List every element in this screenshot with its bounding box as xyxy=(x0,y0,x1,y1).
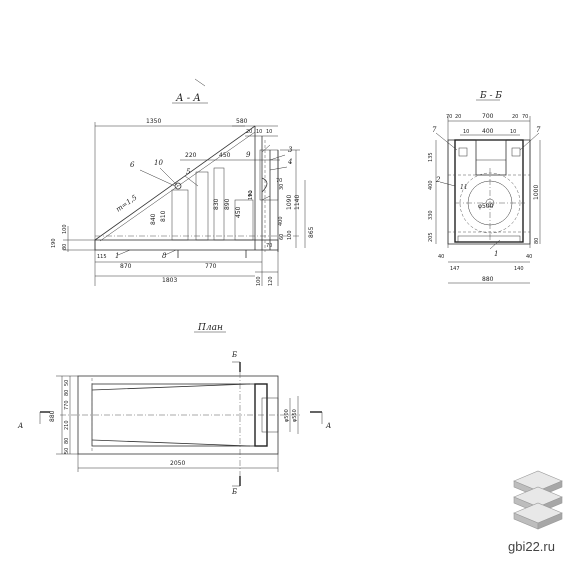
section-marker-b-top: Б xyxy=(231,351,237,359)
dim-label: 80 xyxy=(64,438,70,444)
plan-title: План xyxy=(197,323,223,333)
dim-label: 140 xyxy=(514,266,524,272)
dim-label: 870 xyxy=(120,263,132,270)
dim-label: 770 xyxy=(205,263,217,270)
section-bb: Б - Б 70 20 700 20 7 xyxy=(428,91,541,284)
dim-label: φ500 xyxy=(478,203,494,210)
dim-label: φ550 xyxy=(292,409,298,422)
section-marker-a-right: А xyxy=(325,422,331,430)
dim-label: 450 xyxy=(235,206,242,218)
dim-label: 10 xyxy=(463,129,469,135)
dim-label: 330 xyxy=(428,210,434,220)
dim-label: 10 xyxy=(510,129,516,135)
dim-label: 30 xyxy=(279,184,285,190)
callout-label: 1 xyxy=(115,252,119,260)
callout-label: 7 xyxy=(536,126,541,134)
dim-label: 40 xyxy=(526,254,532,260)
dim-label: 190 xyxy=(248,190,254,200)
dim-label: 10 xyxy=(256,129,262,135)
dim-label: 865 xyxy=(308,226,315,238)
dim-label: 210 xyxy=(64,420,70,430)
callout-label: 3 xyxy=(288,146,293,154)
dim-label: 20 xyxy=(512,114,518,120)
dim-label: 115 xyxy=(97,254,107,260)
dim-label: 1140 xyxy=(294,195,301,210)
dim-label: 400 xyxy=(278,216,284,226)
dim-label: 400 xyxy=(428,180,434,190)
dim-label: 70 xyxy=(522,114,528,120)
dim-label: 100 xyxy=(256,276,262,286)
dim-label: 1803 xyxy=(162,277,177,284)
dim-label: 880 xyxy=(482,276,494,283)
dim-label: 70 xyxy=(276,178,282,184)
callout-label: 1 xyxy=(494,250,498,258)
callout-label: 6 xyxy=(130,161,135,169)
dim-label: 135 xyxy=(428,152,434,162)
dim-label: 50 xyxy=(64,448,70,454)
dim-label: 100 xyxy=(62,224,68,234)
callout-label: 5 xyxy=(186,168,191,176)
dim-label: 120 xyxy=(268,276,274,286)
callout-label: 7 xyxy=(432,126,437,134)
dim-label: 890 xyxy=(224,198,231,210)
dim-label: 100 xyxy=(287,230,293,240)
section-bb-title: Б - Б xyxy=(479,91,502,101)
dim-label: 770 xyxy=(64,400,70,410)
base-slab xyxy=(94,239,279,251)
dim-label: 190 xyxy=(51,238,57,248)
section-aa: А - А xyxy=(51,78,315,286)
dim-label: 830 xyxy=(213,198,220,210)
callout-label: 9 xyxy=(246,151,251,159)
callout-label: 2 xyxy=(247,190,253,198)
dim-label: 40 xyxy=(438,254,444,260)
logo-watermark: gbi22.ru xyxy=(508,470,563,554)
dim-label: 220 xyxy=(185,152,197,159)
section-aa-leader xyxy=(194,78,206,87)
section-marker-b-bottom: Б xyxy=(231,488,237,496)
dim-label: 2050 xyxy=(170,460,185,467)
dim-label: 1090 xyxy=(286,195,293,210)
dim-label: 50 xyxy=(64,380,70,386)
dim-label: 400 xyxy=(482,128,494,135)
dim-label: 10 xyxy=(266,129,272,135)
dim-label: 60 xyxy=(279,234,285,240)
callout-label: 2 xyxy=(435,176,441,184)
dim-label: 147 xyxy=(450,266,460,272)
callout-label: 10 xyxy=(154,159,163,167)
slope-label: m=1,5 xyxy=(115,193,139,213)
callout-label: 8 xyxy=(162,252,167,260)
dim-label: φ500 xyxy=(284,409,290,422)
plan-view: План Б А А Б 880 xyxy=(17,323,331,496)
section-aa-title: А - А xyxy=(175,93,201,104)
callout-label: 4 xyxy=(287,158,292,166)
dim-label: 205 xyxy=(428,232,434,242)
dim-label: 840 xyxy=(150,213,157,225)
dim-label: 880 xyxy=(49,410,56,422)
section-marker-a-left: А xyxy=(17,422,23,430)
dim-label: 70 xyxy=(266,243,272,249)
dim-label: 700 xyxy=(482,113,494,120)
dim-label: 80 xyxy=(64,390,70,396)
site-name: gbi22.ru xyxy=(508,539,555,554)
dim-label: 580 xyxy=(236,118,248,125)
top-opening xyxy=(475,139,507,176)
dim-label: 70 xyxy=(446,114,452,120)
dim-label: 20 xyxy=(455,114,461,120)
dim-label: 20 xyxy=(246,129,252,135)
dim-label: 810 xyxy=(160,210,167,222)
dim-label: 80 xyxy=(62,244,68,250)
dim-label: 80 xyxy=(534,238,540,244)
pipe-support xyxy=(171,189,189,241)
dim-label: 1350 xyxy=(146,118,161,125)
callout-label: 11 xyxy=(460,184,468,191)
dim-label: 450 xyxy=(219,152,231,159)
dim-label: 1000 xyxy=(533,185,540,200)
